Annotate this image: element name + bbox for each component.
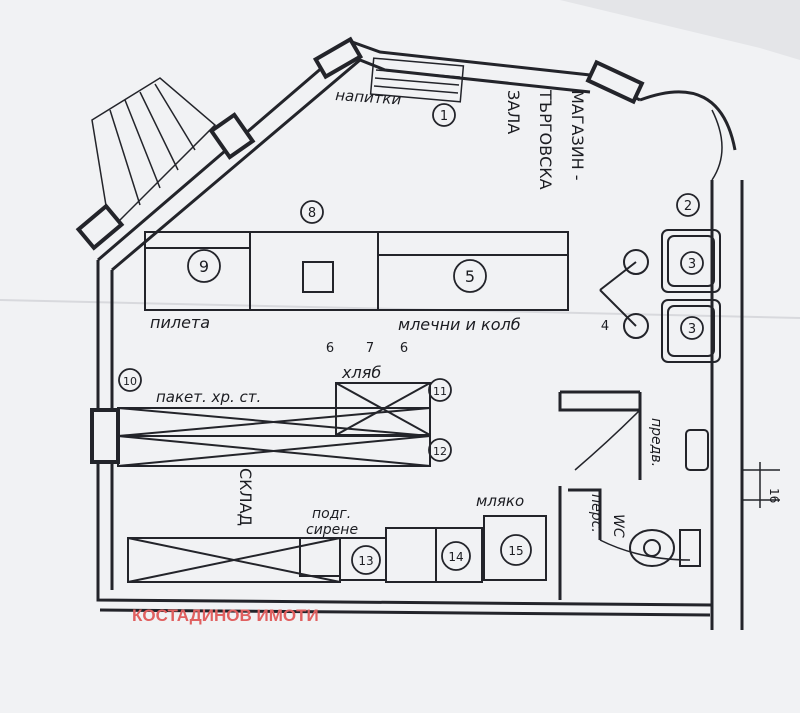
label-storage: СКЛАД [236,468,255,526]
marker-circles [118,103,704,575]
marker-13: 13 [358,554,373,568]
marker-8: 8 [308,206,316,221]
label-cheese-2: сирене [306,522,358,538]
paper-corner [560,0,800,60]
label-bread: хляб [341,363,381,382]
label-milk: мляко [476,492,524,510]
freezers [339,515,547,583]
label-anteroom: предв. [648,418,664,467]
hatch-corner [91,77,217,232]
marker-6a: 6 [326,341,334,356]
dimension-value: 16 [767,488,781,503]
marker-5: 5 [465,267,475,286]
label-wc-1: WC [610,514,626,538]
marker-1: 1 [440,109,448,124]
label-packaged: пакет. хр. ст. [156,388,261,406]
marker-numbers: 1 2 3 3 4 5 6 6 7 8 9 10 11 12 13 14 15 [123,109,696,568]
watermark-text: КОСТАДИНОВ ИМОТИ [132,606,319,625]
marker-3b: 3 [688,322,696,337]
long-shelves [117,407,431,467]
label-drinks: напитки [335,86,402,109]
dimension-line [742,462,780,508]
label-wc-2: перс. [588,494,604,533]
wc-fixtures [629,429,709,567]
sinks [599,229,721,363]
marker-14: 14 [448,550,463,564]
marker-9: 9 [199,257,209,276]
label-poultry: пилета [150,313,210,332]
marker-6b: 6 [400,341,408,356]
marker-10: 10 [123,375,137,388]
marker-3a: 3 [688,257,696,272]
marker-2: 2 [684,199,692,214]
drinks-shelf [369,57,465,103]
partitions [558,390,642,600]
label-shop-hall-3: ЗАЛА [504,90,523,134]
counters [144,231,569,311]
marker-11: 11 [433,385,447,398]
marker-12: 12 [433,445,447,458]
label-cheese-1: подг. [312,506,351,522]
label-dairy-sausage: млечни и колб [398,315,521,334]
marker-15: 15 [508,544,523,558]
label-shop-hall-2: ТЪРГОВСКА [536,89,555,190]
marker-4: 4 [601,319,609,334]
label-shop-hall-1: МАГАЗИН - [568,90,587,181]
marker-7: 7 [366,341,374,356]
